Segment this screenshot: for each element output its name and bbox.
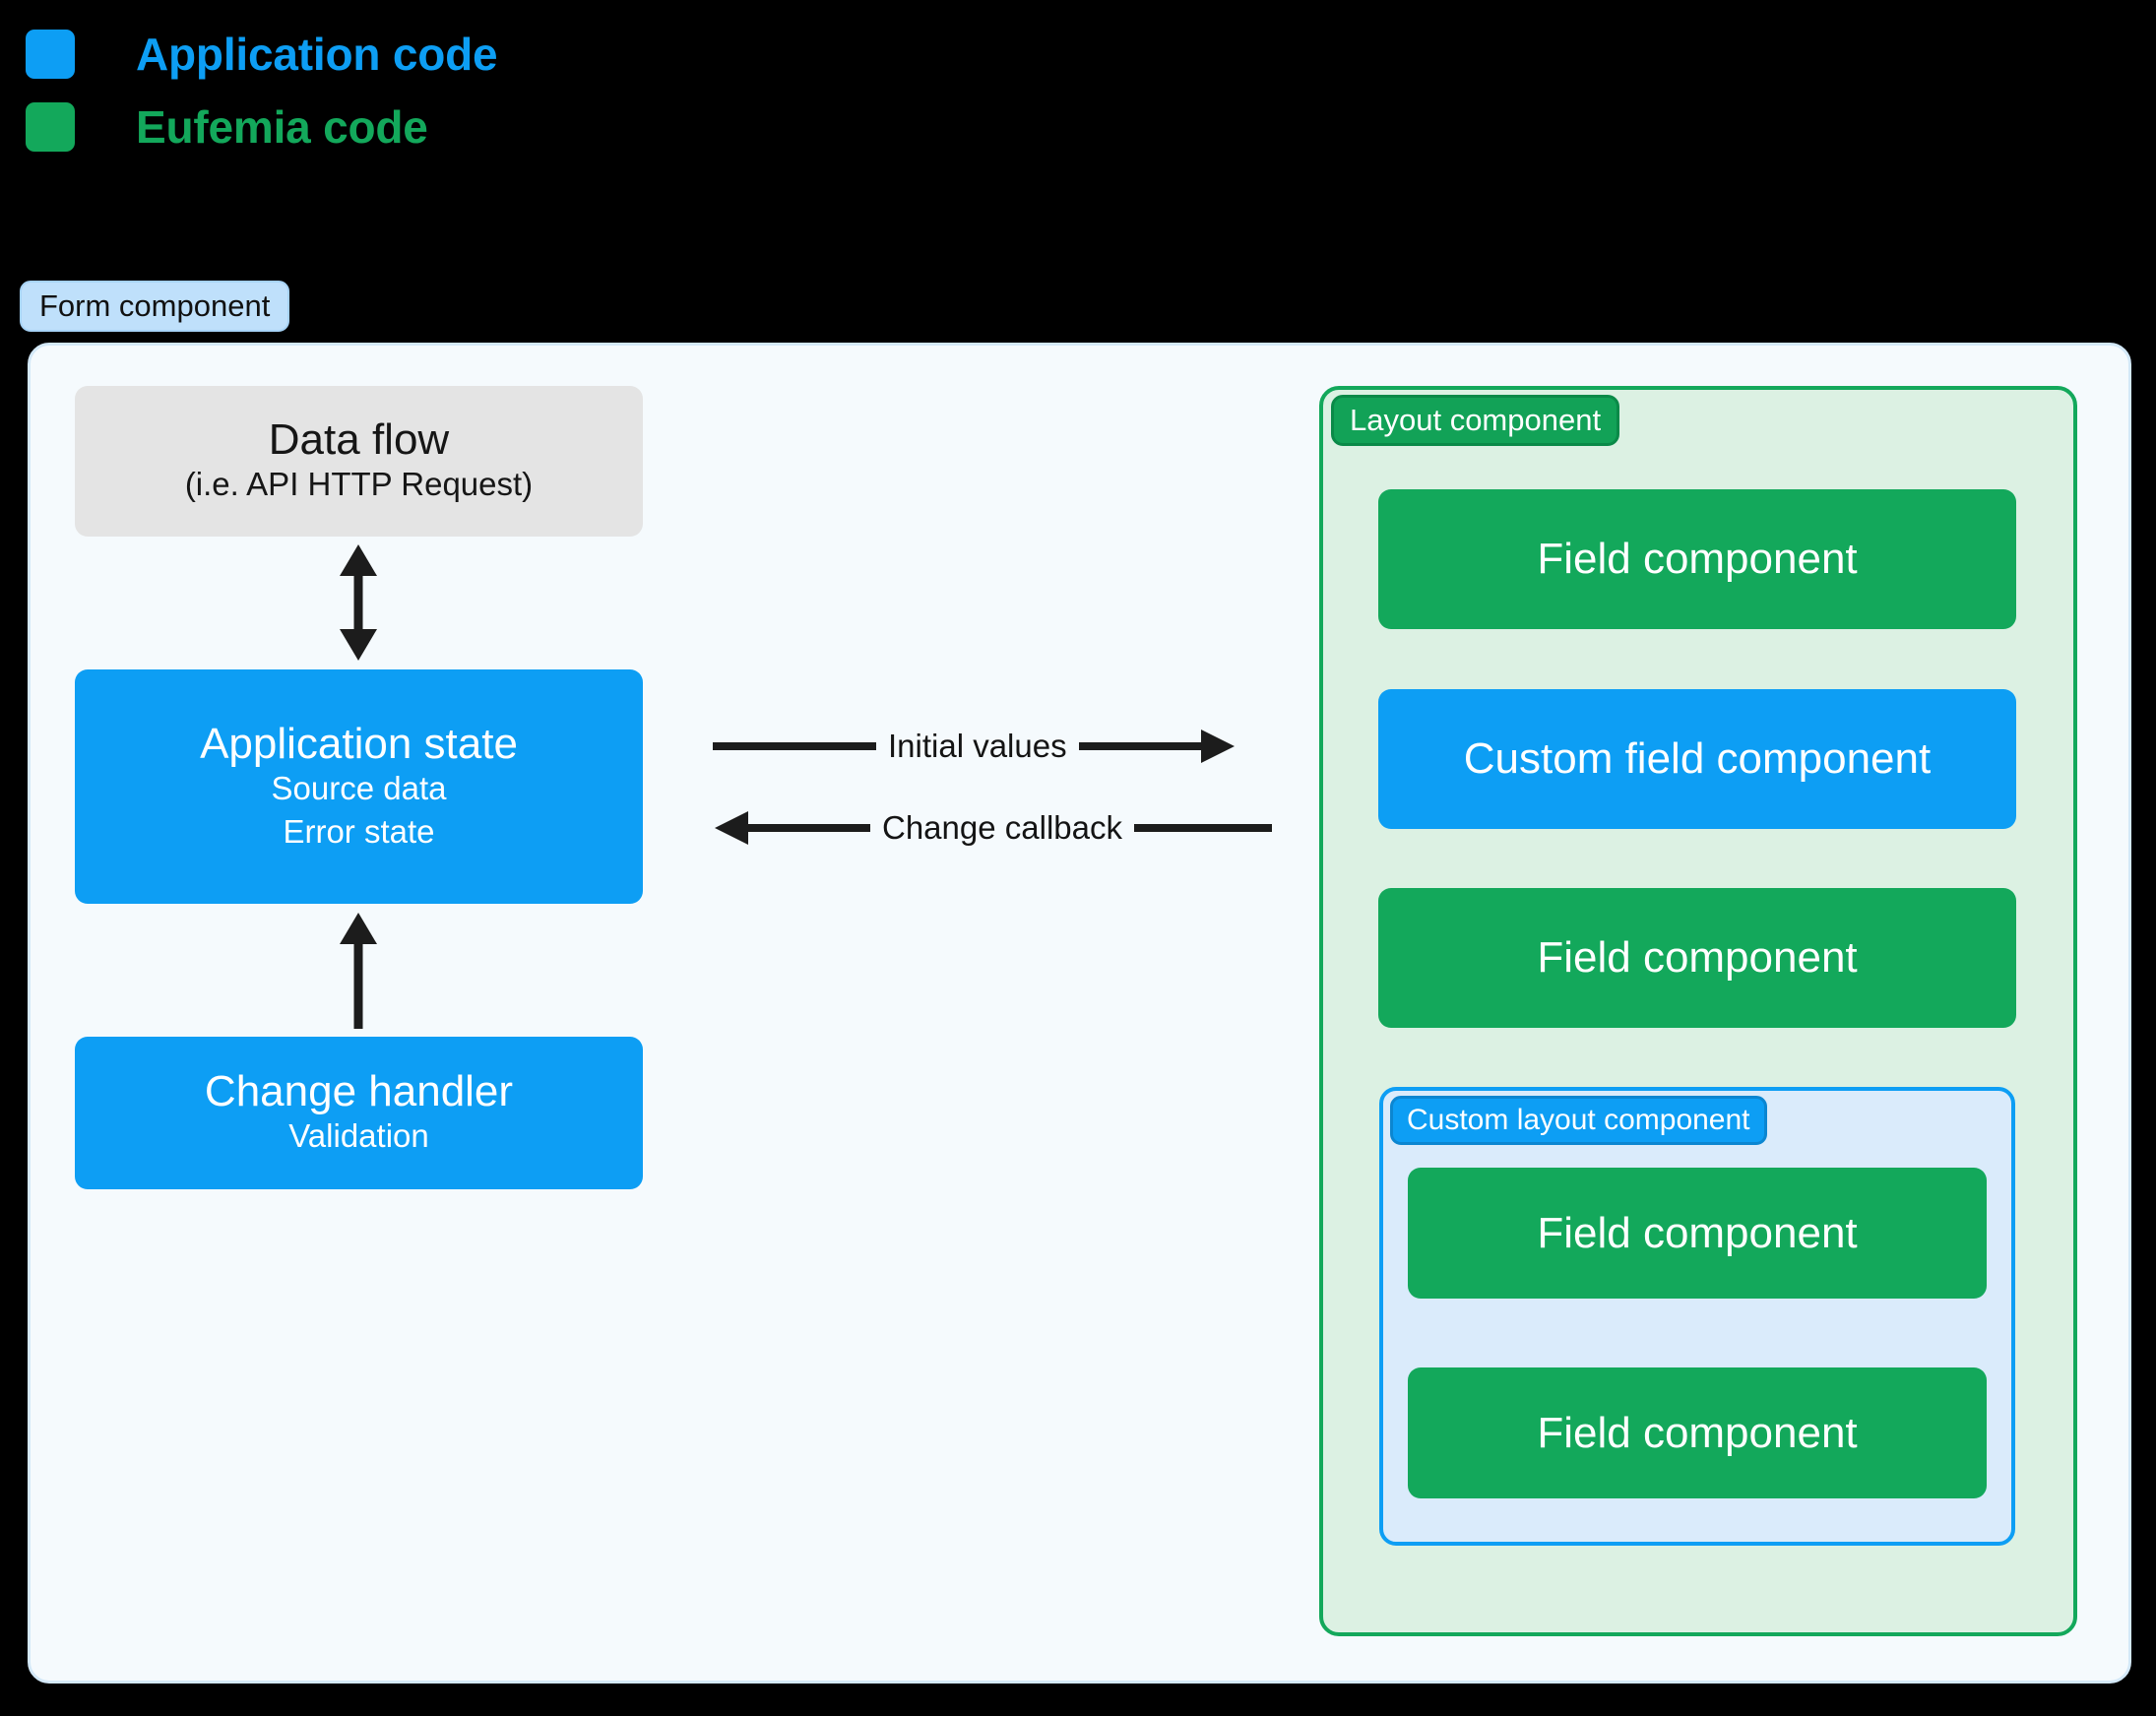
eufemia-code-swatch	[26, 102, 75, 152]
change-callback-label: Change callback	[882, 809, 1122, 846]
change-handler-title: Change handler	[204, 1066, 514, 1115]
legend-item-eufemia-code: Eufemia code	[26, 91, 715, 163]
line-segment-icon	[1134, 824, 1272, 832]
field-component-label: Field component	[1537, 1208, 1858, 1257]
field-component-label: Field component	[1537, 933, 1858, 983]
arrow-left-icon	[715, 811, 870, 845]
change-handler-box: Change handler Validation	[75, 1037, 643, 1189]
field-component-box: Field component	[1408, 1367, 1987, 1498]
data-flow-subtitle: (i.e. API HTTP Request)	[184, 466, 534, 503]
application-state-source-data: Source data	[271, 770, 447, 807]
field-component-box: Field component	[1378, 888, 2016, 1028]
initial-values-arrow: Initial values	[713, 724, 1235, 769]
application-code-swatch	[26, 30, 75, 79]
initial-values-label: Initial values	[888, 728, 1067, 764]
form-component-tag: Form component	[20, 281, 290, 332]
field-component-label: Field component	[1537, 535, 1858, 584]
double-arrow-icon	[340, 544, 377, 661]
legend-item-application-code: Application code	[26, 18, 715, 91]
field-component-box: Field component	[1378, 489, 2016, 629]
up-arrow-icon	[340, 913, 377, 1029]
change-handler-subtitle: Validation	[288, 1117, 429, 1155]
application-state-error-state: Error state	[283, 812, 435, 850]
application-state-box: Application state Source data Error stat…	[75, 669, 643, 904]
legend: Application code Eufemia code	[26, 18, 715, 163]
legend-label-application-code: Application code	[136, 29, 498, 80]
line-segment-icon	[713, 742, 876, 750]
field-component-label: Field component	[1537, 1408, 1858, 1457]
custom-layout-component-tag: Custom layout component	[1390, 1096, 1767, 1145]
field-component-box: Field component	[1408, 1168, 1987, 1299]
custom-field-component-box: Custom field component	[1378, 689, 2016, 829]
legend-label-eufemia-code: Eufemia code	[136, 101, 428, 153]
data-flow-box: Data flow (i.e. API HTTP Request)	[75, 386, 643, 537]
custom-field-component-label: Custom field component	[1463, 734, 1932, 784]
layout-component-tag: Layout component	[1331, 395, 1620, 446]
change-callback-arrow: Change callback	[713, 805, 1272, 851]
arrow-right-icon	[1078, 730, 1235, 763]
data-flow-title: Data flow	[268, 414, 450, 464]
application-state-title: Application state	[200, 719, 518, 768]
